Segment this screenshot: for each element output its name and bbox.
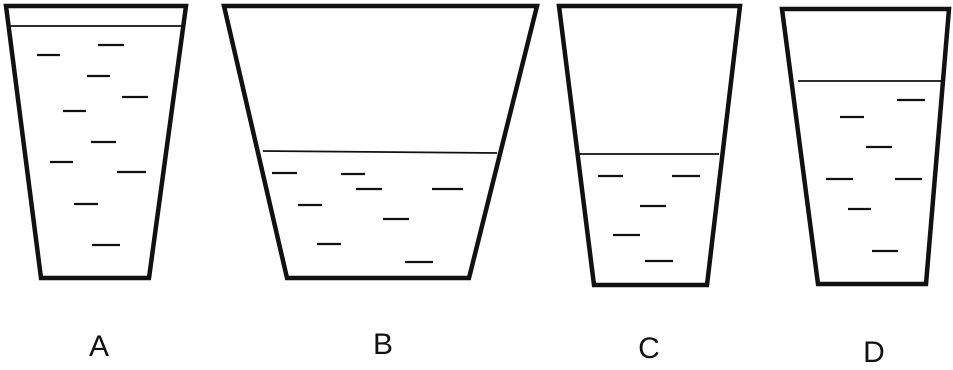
cup-d-water-dashes <box>826 98 925 253</box>
cup-c-outline <box>556 3 743 288</box>
cup-b-outline <box>221 3 540 281</box>
cup-d-label: D <box>863 336 885 369</box>
cup-b-water-surface <box>262 150 498 154</box>
cup-c-water-dashes <box>598 174 700 263</box>
cup-b-label: B <box>373 328 393 361</box>
cup-a <box>3 3 189 281</box>
cup-c-label: C <box>638 332 660 365</box>
cup-d <box>779 6 952 287</box>
cup-a-outline <box>3 3 189 281</box>
cup-b <box>221 3 540 281</box>
cup-a-water-dashes <box>37 43 148 247</box>
cup-a-label: A <box>89 330 109 363</box>
cup-b-water-dashes <box>272 171 463 264</box>
cup-c <box>556 3 743 288</box>
cup-d-outline <box>779 6 952 287</box>
